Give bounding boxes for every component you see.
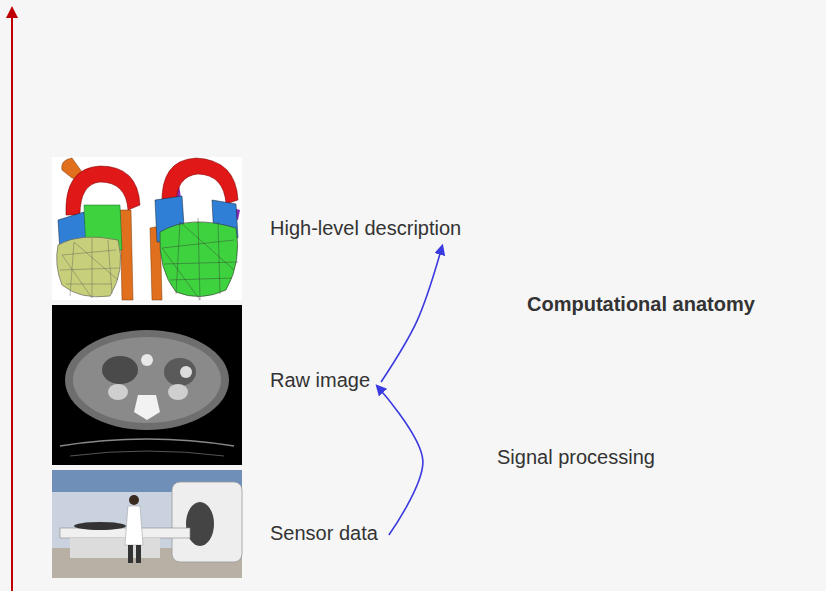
heart-mesh-image xyxy=(52,157,242,300)
level-text: Raw image xyxy=(270,368,370,392)
level-axis-arrow xyxy=(11,12,13,591)
level-label: Sensor data xyxy=(267,519,381,547)
curved-arrow xyxy=(377,386,423,535)
level-label: Raw image xyxy=(267,366,373,394)
ct-scan-image xyxy=(52,305,242,465)
level-label: High-level description xyxy=(267,214,464,242)
level-text: High-level description xyxy=(270,216,461,240)
curved-arrow xyxy=(381,246,442,382)
process-label: Computational anatomy xyxy=(524,291,758,317)
process-label: Signal processing xyxy=(494,444,658,470)
level-text: Sensor data xyxy=(270,521,378,545)
mri-scanner-photo xyxy=(52,470,242,578)
